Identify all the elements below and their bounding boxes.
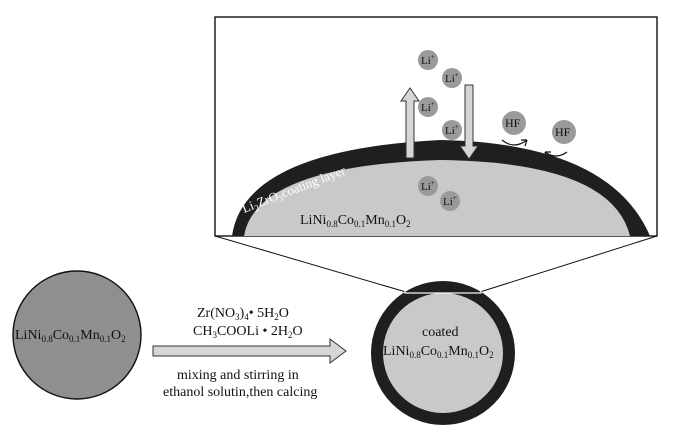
li-ion-3: Li+ [418,97,438,117]
li-ion-in-arrow [459,84,479,160]
svg-text:Li+: Li+ [421,179,435,193]
li-ion-1: Li+ [418,50,438,70]
li-ion-4: Li+ [442,120,462,140]
li-ion-out-arrow [400,87,420,159]
coated-particle-label-1: coated [422,325,459,340]
li-ion-5: Li+ [418,176,438,196]
inset-content [232,140,650,236]
process-step-line-2: ethanol solutin,then calcing [163,385,317,400]
li-ion-2: Li+ [442,68,462,88]
coated-particle-label-2: LiNi0.8Co0.1Mn0.1O2 [383,344,494,360]
left-particle-label: LiNi0.8Co0.1Mn0.1O2 [15,328,126,344]
svg-text:Li+: Li+ [443,194,457,208]
coated-particle-core [383,293,503,413]
svg-text:Li+: Li+ [445,71,459,85]
zoom-line-left [214,235,407,293]
svg-text:HF: HF [505,116,521,130]
svg-text:Li+: Li+ [421,100,435,114]
inset-core [244,160,630,236]
left-particle [12,270,142,400]
reagent-1: Zr(NO3)4• 5H2O [197,306,289,322]
zoom-region-box [404,270,482,294]
process-step-line-1: mixing and stirring in [177,368,299,383]
zoom-line-right [479,235,658,293]
hf-molecule-1: HF [501,111,528,147]
inset-core-label: LiNi0.8Co0.1Mn0.1O2 [300,213,411,229]
svg-text:Li+: Li+ [421,53,435,67]
svg-text:HF: HF [555,125,571,139]
reagent-2: CH3COOLi • 2H2O [193,324,303,340]
li-ion-6: Li+ [440,191,460,211]
hf-molecule-2: HF [544,120,576,159]
svg-text:Li+: Li+ [445,123,459,137]
process-arrow [152,338,347,364]
